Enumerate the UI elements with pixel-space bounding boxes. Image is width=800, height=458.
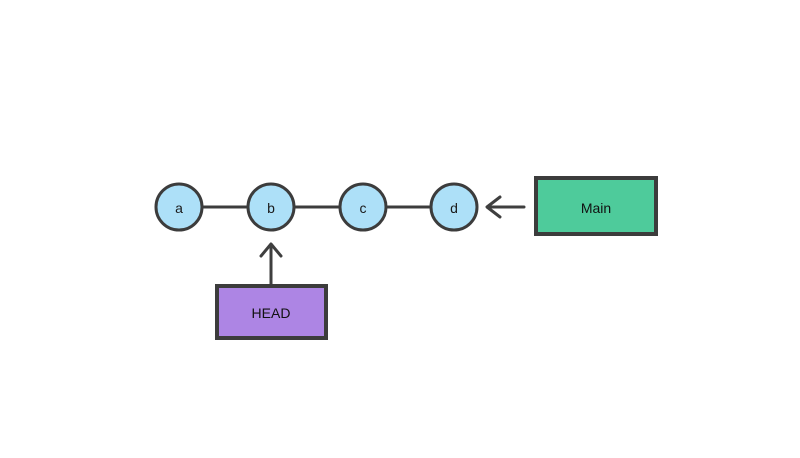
commit-node-d[interactable]: d <box>429 182 479 232</box>
head-box[interactable] <box>215 284 328 340</box>
branch-ref-main[interactable]: Main <box>534 176 658 236</box>
arrow-main-to-d <box>485 195 526 219</box>
main-box-label: Main <box>581 200 611 216</box>
head-box-label: HEAD <box>252 305 291 321</box>
commit-node-b[interactable]: b <box>246 182 296 232</box>
arrow-head-main <box>485 195 502 219</box>
commit-label-a: a <box>175 200 183 216</box>
commit-label-d: d <box>450 200 458 216</box>
commit-nodes: a b c d <box>154 182 479 232</box>
commit-circle-b[interactable] <box>246 182 296 232</box>
commit-label-c: c <box>360 200 367 216</box>
commit-node-a[interactable]: a <box>154 182 204 232</box>
commit-circle-d[interactable] <box>429 182 479 232</box>
pointer-ref-head[interactable]: HEAD <box>215 284 328 340</box>
commit-node-c[interactable]: c <box>338 182 388 232</box>
commit-label-b: b <box>267 200 275 216</box>
commit-circle-a[interactable] <box>154 182 204 232</box>
arrow-head-to-b <box>259 242 283 287</box>
main-box[interactable] <box>534 176 658 236</box>
arrow-head-headref <box>259 242 283 258</box>
commit-circle-c[interactable] <box>338 182 388 232</box>
